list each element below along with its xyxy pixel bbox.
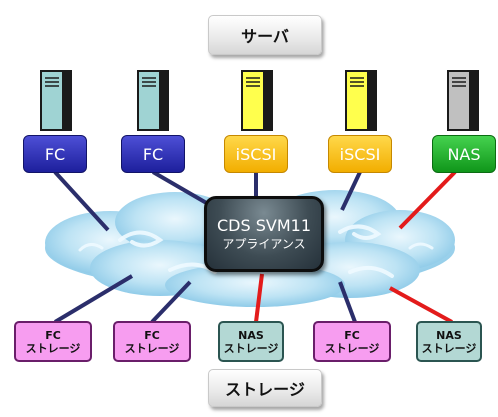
server-icon [241, 70, 273, 131]
storage-box-fc: FC ストレージ [313, 321, 391, 362]
protocol-box-iscsi: iSCSI [328, 135, 392, 173]
link-nas-1 [398, 170, 457, 230]
storage-label: ストレージ [421, 341, 477, 355]
link-fc-1 [53, 170, 110, 232]
storage-label: ストレージ [25, 341, 81, 355]
server-icon [447, 70, 479, 131]
svm-appliance: CDS SVM11 アプライアンス [204, 196, 324, 272]
storage-box-nas: NAS ストレージ [416, 321, 482, 362]
storage-title: ストレージ [208, 369, 322, 407]
link-stor-3 [254, 273, 264, 323]
storage-type: FC [344, 328, 360, 342]
link-stor-2 [150, 280, 192, 324]
appliance-label: アプライアンス [222, 237, 306, 251]
protocol-box-fc: FC [121, 135, 185, 173]
protocol-box-fc: FC [23, 135, 87, 173]
protocol-box-iscsi: iSCSI [224, 135, 288, 173]
storage-box-fc: FC ストレージ [14, 321, 92, 362]
storage-type: NAS [238, 328, 264, 342]
link-stor-1 [53, 274, 134, 324]
link-stor-5 [389, 286, 453, 324]
storage-label: ストレージ [324, 341, 380, 355]
link-stor-4 [338, 281, 357, 323]
server-icon [345, 70, 377, 131]
storage-type: FC [45, 328, 61, 342]
storage-box-nas: NAS ストレージ [218, 321, 284, 362]
storage-type: NAS [436, 328, 462, 342]
protocol-box-nas: NAS [432, 135, 496, 173]
storage-type: FC [144, 328, 160, 342]
server-title: サーバ [208, 15, 322, 55]
storage-box-fc: FC ストレージ [113, 321, 191, 362]
storage-label: ストレージ [223, 341, 279, 355]
link-iscsi-2 [340, 171, 362, 211]
server-icon [137, 70, 169, 131]
appliance-name: CDS SVM11 [217, 216, 311, 235]
storage-label: ストレージ [124, 341, 180, 355]
server-icon [40, 70, 72, 131]
